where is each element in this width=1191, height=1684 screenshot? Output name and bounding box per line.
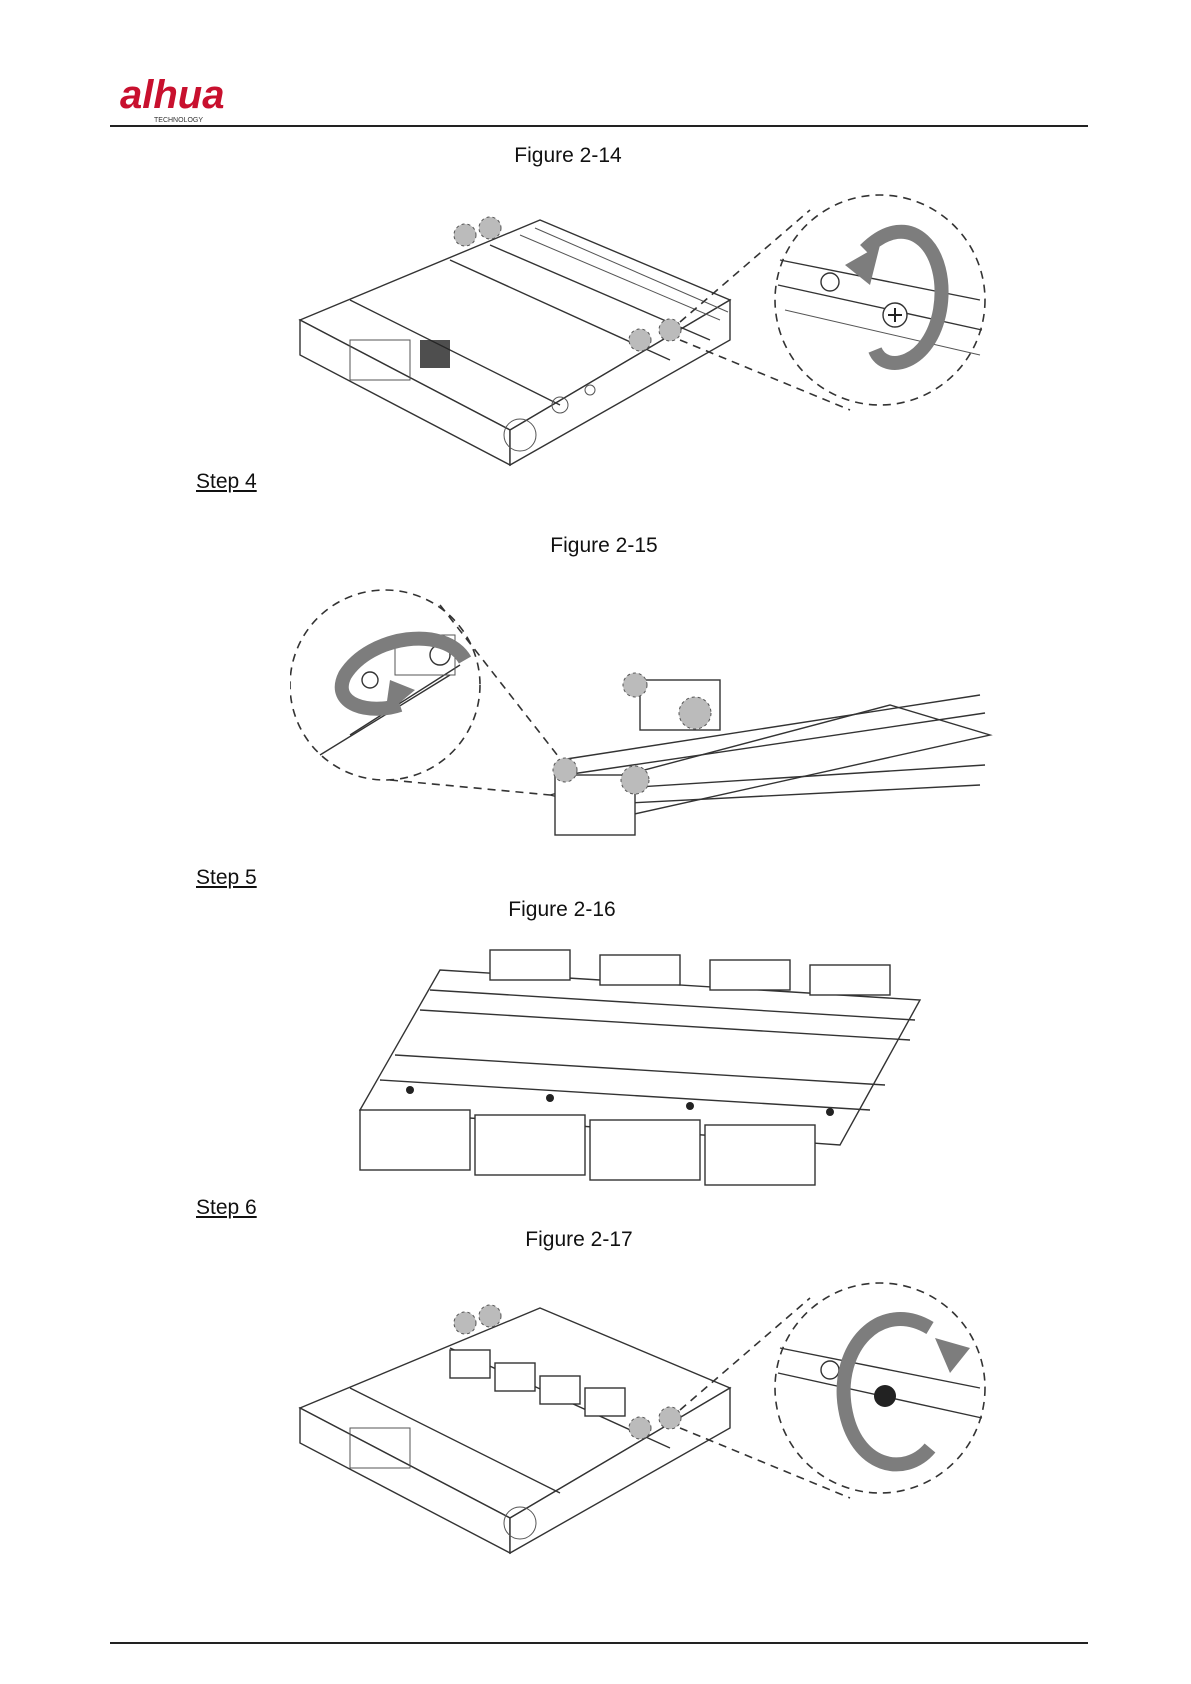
logo-subtext: TECHNOLOGY <box>154 117 203 124</box>
step-6-label: Step 6 <box>196 1196 257 1220</box>
dahua-logo: alhua TECHNOLOGY <box>118 70 258 126</box>
figure-caption-2-16: Figure 2-16 <box>412 898 712 922</box>
step-4-label: Step 4 <box>196 470 257 494</box>
figure-2-17-illustration <box>290 1278 1010 1558</box>
figure-caption-2-17: Figure 2-17 <box>429 1228 729 1252</box>
figure-2-14-illustration <box>290 190 1010 470</box>
figure-2-16-illustration <box>350 940 930 1190</box>
figure-2-15-illustration <box>290 585 1010 855</box>
figure-caption-2-14: Figure 2-14 <box>418 144 718 168</box>
step-5-label: Step 5 <box>196 866 257 890</box>
logo-text: alhua <box>120 73 224 117</box>
figure-caption-2-15: Figure 2-15 <box>454 534 754 558</box>
header-divider <box>110 125 1088 127</box>
footer-divider <box>110 1642 1088 1644</box>
